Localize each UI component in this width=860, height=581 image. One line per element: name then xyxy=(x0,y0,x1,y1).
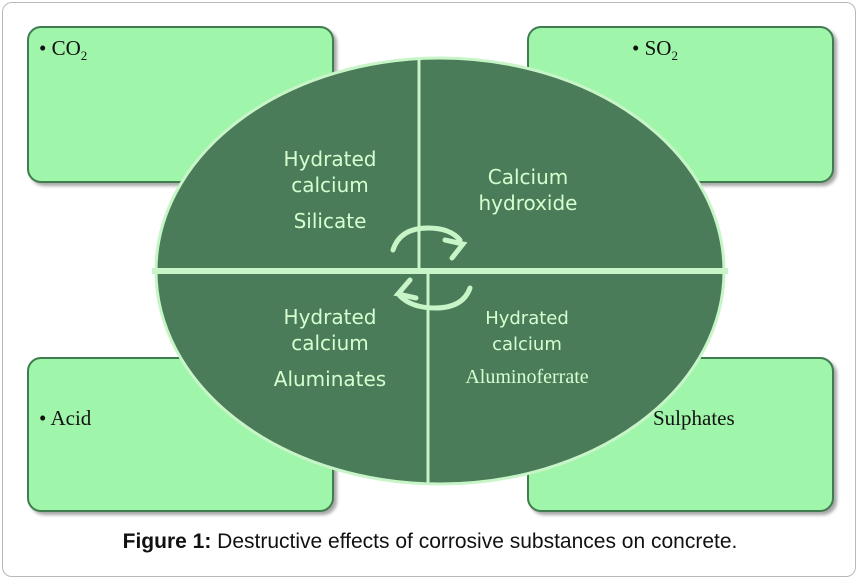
co2-label: • CO2 xyxy=(39,36,87,64)
so2-text: SO xyxy=(644,36,672,60)
bullet: • xyxy=(39,36,47,60)
sulphates-label: Sulphates xyxy=(653,406,735,430)
hydrated-calcium-aluminoferrate-label: Hydrated calcium Aluminoferrate xyxy=(465,308,589,388)
hydrated-calcium-silicate-label: Hydrated calcium Silicate xyxy=(283,147,377,233)
calcium-hydroxide-label: Calcium hydroxide xyxy=(478,165,578,215)
lower-cycle-arrow-icon xyxy=(393,277,473,311)
co2-subscript: 2 xyxy=(80,48,88,64)
acid-text: Acid xyxy=(50,406,92,430)
acid-label: • Acid xyxy=(39,406,91,431)
so2-subscript: 2 xyxy=(671,48,678,64)
bullet: • xyxy=(632,36,640,60)
so2-label: • SO2 xyxy=(632,36,678,64)
caption-text: Destructive effects of corrosive substan… xyxy=(211,530,738,553)
bullet: • xyxy=(39,406,47,430)
figure-caption: Figure 1: Destructive effects of corrosi… xyxy=(0,530,860,554)
upper-cycle-arrow-icon xyxy=(390,225,468,261)
co2-text: CO xyxy=(51,36,81,60)
hydrated-calcium-aluminates-label: Hydrated calcium Aluminates xyxy=(273,305,387,391)
caption-label: Figure 1: xyxy=(122,530,212,553)
